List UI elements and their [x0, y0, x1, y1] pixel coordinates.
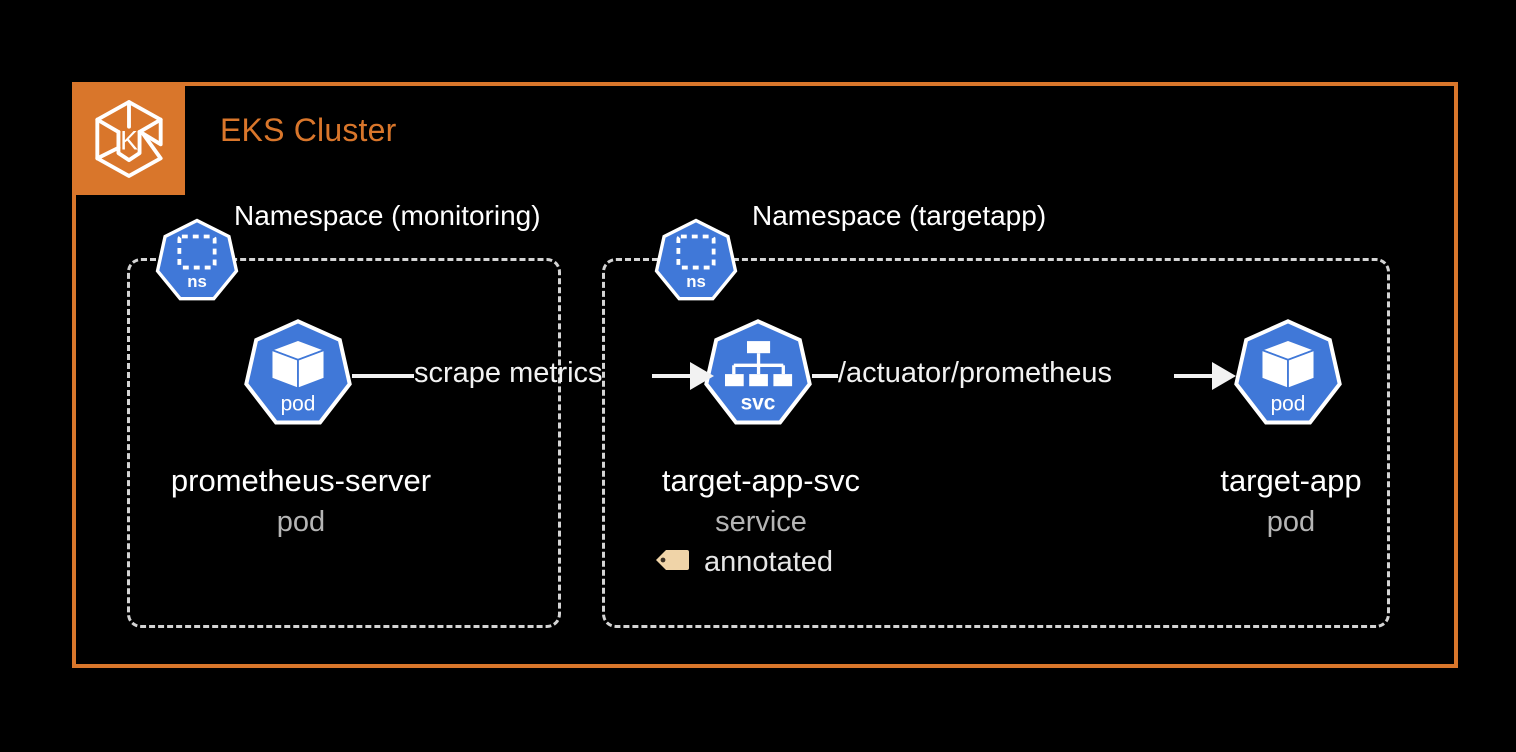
svg-text:ns: ns [187, 272, 207, 291]
namespace-label-monitoring: Namespace (monitoring) [234, 200, 541, 231]
namespace-label-targetapp: Namespace (targetapp) [752, 200, 1047, 231]
svg-text:pod: pod [281, 392, 316, 415]
node-kind: pod [276, 506, 326, 538]
connector-label-actuator-prometheus: /actuator/prometheus [838, 357, 1113, 389]
annotated-label: annotated [704, 546, 834, 578]
pod-icon: pod [243, 318, 353, 428]
eks-cluster-boundary [72, 82, 1458, 668]
pod-icon: pod [1233, 318, 1343, 428]
node-kind: pod [1266, 506, 1316, 538]
service-icon: svc [703, 318, 813, 428]
svg-text:K: K [120, 125, 138, 155]
kubernetes-hexagon-k-icon: K [72, 82, 185, 195]
namespace-icon: ns [155, 218, 239, 302]
node-caption-prometheus-server: prometheus-server pod [98, 460, 504, 542]
node-name: target-app [1220, 463, 1362, 498]
connector-label-scrape-metrics: scrape metrics [414, 357, 603, 389]
connector-actuator-prometheus [812, 362, 1236, 390]
svg-text:ns: ns [686, 272, 706, 291]
svg-text:pod: pod [1271, 392, 1306, 415]
svg-text:svc: svc [741, 391, 776, 414]
tag-icon [655, 549, 689, 576]
namespace-box-monitoring [127, 258, 561, 628]
node-name: target-app-svc [661, 463, 861, 498]
annotated-badge: annotated [655, 546, 833, 579]
page-title: EKS Cluster [220, 112, 397, 148]
connector-scrape-metrics [352, 362, 714, 390]
node-caption-target-app: target-app pod [1138, 460, 1444, 542]
namespace-icon: ns [654, 218, 738, 302]
node-caption-target-app-svc: target-app-svc service [600, 460, 922, 542]
namespace-box-targetapp [602, 258, 1390, 628]
node-name: prometheus-server [170, 463, 432, 498]
node-kind: service [715, 506, 807, 538]
